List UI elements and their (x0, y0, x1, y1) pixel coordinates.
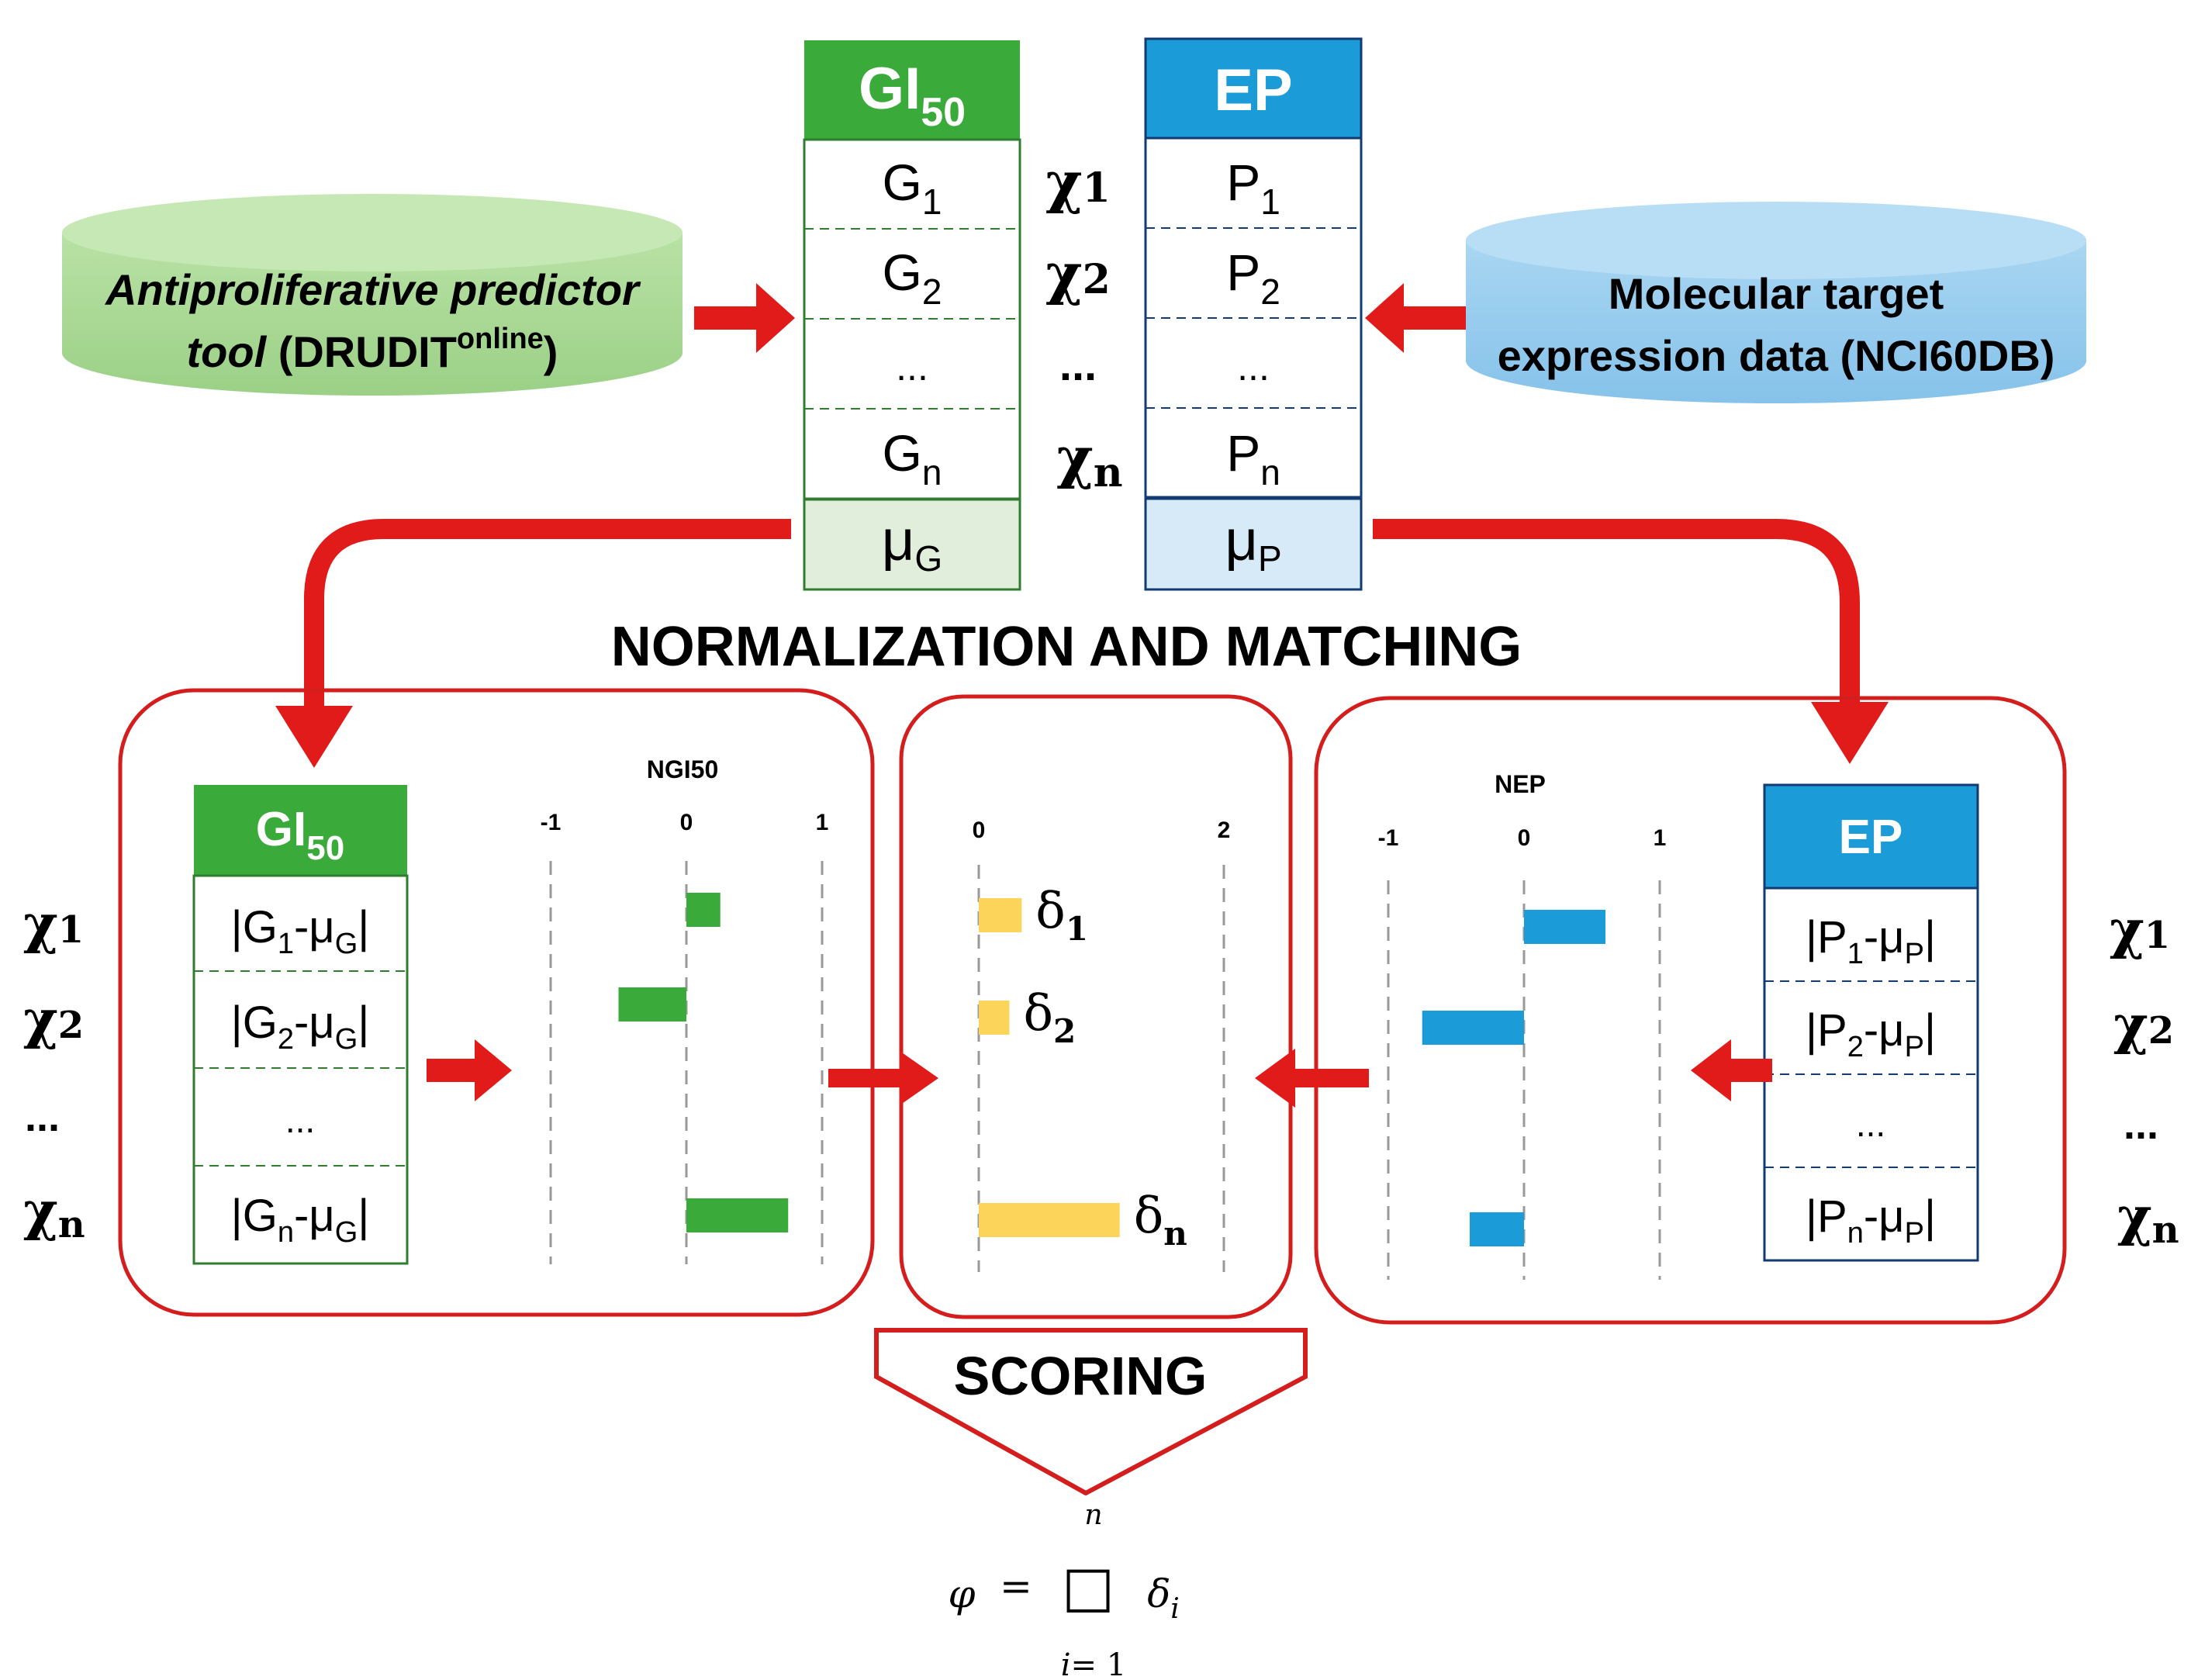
bottom-ep-row-n: |Pn-μP| (1806, 1191, 1936, 1250)
bottom-gi50-table: GI50 |G1-μG| |G2-μG| ... |Gn-μG| (192, 785, 409, 1265)
top-chi-ellipsis: ... (1059, 340, 1097, 390)
bottom-ep-table: EP |P1-μP| |P2-μP| ... |Pn-μP| (1763, 783, 1979, 1262)
scoring-formula: n φ = □ δi i= 1 (948, 1499, 1179, 1680)
top-gi50-row-1: G1 (883, 154, 942, 222)
arrow-right-to-gi50 (694, 283, 795, 353)
bottom-gi50-header: GI50 (256, 803, 344, 867)
arrow-ep-to-nep (1691, 1039, 1772, 1101)
chi-right-1: χ1 (2110, 899, 2170, 961)
top-gi50-row-2: G2 (883, 244, 942, 312)
bottom-gi50-row-1: |G1-μG| (231, 902, 370, 960)
arrow-nep-to-delta (1255, 1049, 1369, 1108)
curved-arrows (275, 519, 1889, 768)
chi-right-2: χ2 (2113, 994, 2174, 1056)
right-panel (1314, 696, 2067, 1325)
nep-bar-2 (1422, 1011, 1524, 1045)
scoring-label: SCORING (954, 1346, 1208, 1406)
top-ep-header: EP (1214, 57, 1292, 123)
delta-tick-label-0: 0 (973, 818, 986, 843)
panels (118, 688, 2067, 1325)
nep-bar-3 (1470, 1212, 1524, 1246)
arrow-gi50-to-ngi50 (427, 1039, 512, 1101)
bottom-ep-header: EP (1839, 811, 1903, 864)
top-ep-mean: μP (1225, 508, 1281, 579)
ngi50-tick-label-0: -1 (541, 810, 562, 835)
chi-left-ellipsis: ... (25, 1094, 60, 1140)
delta-bar-label-1: δ1 (1035, 883, 1088, 948)
ngi50-tick-label-1: 0 (680, 810, 693, 835)
chi-labels-left: χ1 χ2 ... χn (23, 894, 85, 1246)
ngi50-bar-1 (686, 893, 721, 927)
left-source-line1: Antiproliferative predictor (104, 265, 641, 314)
top-gi50-mean: μG (882, 508, 942, 579)
section-title: NORMALIZATION AND MATCHING (611, 616, 1522, 678)
chi-left-1: χ1 (23, 894, 84, 956)
left-source-line2: tool (DRUDITonline) (187, 323, 558, 376)
top-ep-row-1: P1 (1226, 154, 1280, 222)
bottom-gi50-row-n: |Gn-μG| (231, 1191, 370, 1249)
formula-lower-limit: i= 1 (1061, 1647, 1126, 1680)
charts: -1 0 1 0 2 δ1 δ2 δn -1 0 1 (541, 810, 1667, 1280)
top-gi50-header: GI50 (859, 56, 966, 135)
top-gi50-table: GI50 G1 G2 ... Gn μG (803, 40, 1021, 591)
right-source-database: Molecular target expression data (NCI60D… (1466, 202, 2086, 403)
chi-right-n: χn (2117, 1186, 2179, 1252)
delta-bar-3 (979, 1203, 1120, 1237)
nep-bar-1 (1524, 910, 1605, 944)
nep-tick-label-1: 0 (1518, 825, 1531, 851)
formula-phi: φ (948, 1571, 975, 1616)
delta-bar-label-2: δ2 (1024, 985, 1076, 1050)
delta-tick-label-1: 2 (1218, 818, 1231, 843)
top-arrows (694, 283, 1466, 353)
left-panel (118, 688, 875, 1317)
top-gi50-row-ellipsis: ... (896, 345, 928, 389)
top-ep-row-2: P2 (1226, 244, 1280, 312)
chi-left-2: χ2 (23, 989, 84, 1051)
left-source-database: Antiproliferative predictor tool (DRUDIT… (62, 194, 683, 396)
bottom-gi50-row-ellipsis: ... (285, 1100, 315, 1140)
ngi50-chart-title: NGI50 (647, 755, 718, 783)
formula-sum-glyph: □ (1062, 1554, 1115, 1619)
ngi50-tick-label-2: 1 (816, 810, 829, 835)
middle-panel (899, 694, 1293, 1319)
nep-chart-title: NEP (1495, 770, 1546, 798)
bottom-gi50-row-2: |G2-μG| (231, 997, 370, 1056)
chi-left-n: χn (23, 1180, 85, 1246)
bottom-arrows (427, 1039, 1772, 1108)
delta-bar-1 (979, 898, 1022, 932)
top-chi-1: χ1 (1045, 149, 1111, 215)
delta-bar-2 (979, 1001, 1010, 1035)
top-ep-row-n: Pn (1226, 424, 1280, 493)
formula-delta-i: δi (1147, 1571, 1180, 1625)
bottom-ep-row-ellipsis: ... (1856, 1104, 1885, 1144)
top-ep-row-ellipsis: ... (1237, 345, 1270, 389)
bottom-ep-row-2: |P2-μP| (1806, 1005, 1936, 1063)
ngi50-bar-2 (618, 987, 686, 1021)
chi-right-ellipsis: ... (2124, 1101, 2158, 1148)
delta-bar-label-3: δn (1134, 1187, 1187, 1253)
formula-upper-limit: n (1084, 1499, 1102, 1531)
formula-equals: = (1000, 1564, 1032, 1609)
bottom-ep-row-1: |P1-μP| (1806, 912, 1936, 970)
nep-tick-label-2: 1 (1654, 825, 1667, 851)
nep-tick-label-0: -1 (1378, 825, 1399, 851)
right-source-line2: expression data (NCI60DB) (1498, 331, 2055, 380)
right-source-line1: Molecular target (1609, 269, 1944, 318)
scoring-funnel: SCORING (874, 1328, 1308, 1496)
top-chi-2: χ2 (1045, 240, 1111, 306)
top-gi50-row-n: Gn (883, 424, 942, 493)
arrow-left-to-ep (1365, 283, 1466, 353)
chi-labels-right: χ1 χ2 ... χn (2110, 899, 2179, 1252)
top-ep-table: EP P1 P2 ... Pn μP (1144, 37, 1363, 591)
ngi50-bar-3 (686, 1198, 789, 1232)
top-chi-n: χn (1056, 424, 1122, 496)
arrow-ngi50-to-delta (828, 1051, 938, 1105)
top-chi-column: χ1 χ2 ... χn (1045, 149, 1122, 496)
